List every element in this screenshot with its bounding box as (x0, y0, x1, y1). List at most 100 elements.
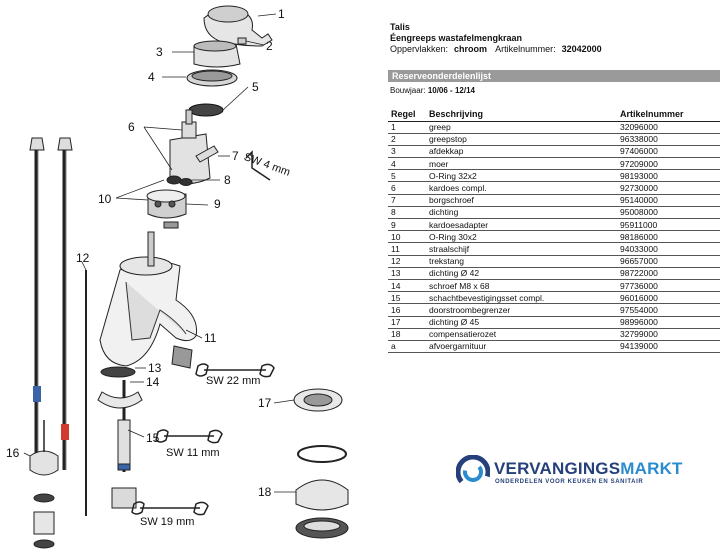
callout-5: 5 (252, 80, 259, 94)
logo-name-dark: VERVANGINGS (494, 459, 621, 478)
part-7-hex-key (245, 150, 271, 181)
cell-description: greepstop (426, 133, 617, 146)
cell-line: 18 (388, 328, 426, 341)
cell-description: O-Ring 32x2 (426, 169, 617, 183)
wrench-sw19 (131, 501, 209, 516)
callout-7: 7 (232, 149, 239, 163)
tool-label-sw22: SW 22 mm (206, 375, 261, 387)
cell-article-number: 97736000 (617, 279, 720, 293)
article-value: 32042000 (561, 44, 602, 54)
cell-description: dichting Ø 42 (426, 267, 617, 280)
cell-description: moer (426, 157, 617, 171)
cell-article-number: 98722000 (617, 267, 720, 280)
part-15-shank-set (117, 419, 131, 471)
cell-article-number: 94139000 (617, 340, 720, 354)
cell-line: 10 (388, 230, 426, 244)
column-header-line: Regel (388, 107, 426, 122)
cell-description: doorstroombegrenzer (426, 303, 617, 317)
cell-line: 4 (388, 157, 426, 171)
part-11-aerator (171, 345, 193, 369)
cell-article-number: 97209000 (617, 157, 720, 171)
cell-description: straalschijf (426, 242, 617, 256)
callout-13: 13 (148, 361, 162, 375)
column-header-description: Beschrijving (426, 107, 617, 122)
period-value: 10/06 - 12/14 (427, 86, 475, 95)
cell-line: 2 (388, 133, 426, 146)
cell-line: 3 (388, 145, 426, 159)
cell-line: 13 (388, 267, 426, 280)
finish-value: chroom (454, 44, 488, 54)
part-13-seal (100, 366, 136, 378)
product-header: Talis Éengreeps wastafelmengkraan Opperv… (390, 22, 720, 55)
callout-9: 9 (214, 197, 221, 211)
cell-line: a (388, 340, 426, 354)
cell-article-number: 96657000 (617, 255, 720, 268)
cell-article-number: 96016000 (617, 291, 720, 305)
exploded-view-drawing: 1 2 3 4 5 6 7 8 9 10 11 12 13 14 15 16 1… (6, 5, 349, 549)
part-2-handle-stop (237, 37, 247, 45)
part-16-flow-limiter (29, 450, 59, 476)
cell-line: 8 (388, 206, 426, 220)
cell-description: borgschroef (426, 194, 617, 207)
cell-description: afdekkap (426, 145, 617, 159)
wrench-sw22 (195, 363, 275, 378)
cell-line: 1 (388, 121, 426, 134)
logo-mark-icon (456, 455, 490, 489)
logo-wordmark: VERVANGINGSMARKT (494, 459, 683, 479)
callout-10: 10 (98, 192, 112, 206)
callout-1: 1 (278, 7, 285, 21)
cell-article-number: 95911000 (617, 218, 720, 232)
cell-line: 6 (388, 181, 426, 195)
cell-article-number: 94033000 (617, 242, 720, 256)
product-attributes: Oppervlakken:chroom Artikelnummer:320420… (390, 44, 720, 55)
part-5-o-ring (188, 103, 224, 117)
callout-14: 14 (146, 375, 160, 389)
callout-17: 17 (258, 396, 272, 410)
callout-11: 11 (204, 331, 217, 345)
company-logo: VERVANGINGSMARKT ONDERDELEN VOOR KEUKEN … (456, 455, 706, 495)
cell-line: 14 (388, 279, 426, 293)
parts-table-header: Regel Beschrijving Artikelnummer (388, 107, 720, 122)
callout-18: 18 (258, 485, 272, 499)
exploded-view-svg (23, 5, 349, 549)
cell-description: compensatierozet (426, 328, 617, 341)
cell-article-number: 95140000 (617, 194, 720, 207)
part-18-compensation-rosette (297, 445, 347, 463)
callout-3: 3 (156, 45, 163, 59)
part-8-seal (166, 175, 182, 185)
callout-16: 16 (6, 446, 20, 460)
cell-description: schachtbevestigingsset compl. (426, 291, 617, 305)
callout-8: 8 (224, 173, 231, 187)
cell-description: kardoesadapter (426, 218, 617, 232)
wrench-sw11 (155, 429, 223, 444)
cell-description: greep (426, 121, 617, 134)
cell-description: schroef M8 x 68 (426, 279, 617, 293)
finish-label: Oppervlakken: (390, 44, 449, 54)
cell-article-number: 95008000 (617, 206, 720, 220)
product-name: Talis (390, 22, 410, 32)
cell-line: 7 (388, 194, 426, 207)
cell-article-number: 96338000 (617, 133, 720, 146)
parts-list-title: Reserveonderdelenlijst (388, 70, 720, 82)
callout-2: 2 (266, 39, 273, 53)
cell-description: dichting Ø 45 (426, 316, 617, 329)
product-description: Éengreeps wastafelmengkraan (390, 33, 523, 43)
callout-12: 12 (76, 251, 90, 265)
